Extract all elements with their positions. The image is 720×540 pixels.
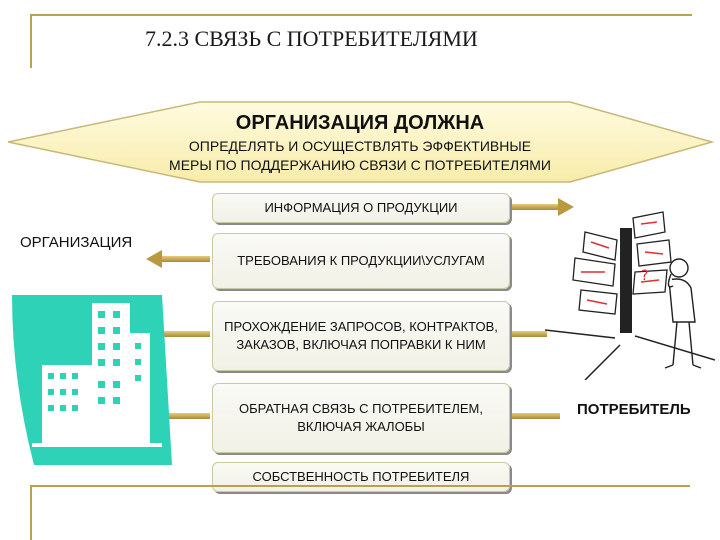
banner-hexagon [7,101,715,183]
slide-title: 7.2.3 СВЯЗЬ С ПОТРЕБИТЕЛЯМИ [145,26,478,51]
box-inquiries-contracts: ПРОХОЖДЕНИЕ ЗАПРОСОВ, КОНТРАКТОВ, ЗАКАЗО… [212,301,510,371]
bottom-frame-line [30,485,690,487]
arrow-info-right [510,198,574,216]
arrow-requirements-left [146,250,210,268]
consumer-signpost-icon: ? [545,211,715,380]
box-product-info: ИНФОРМАЦИЯ О ПРОДУКЦИИ [212,193,510,223]
title-frame [30,14,692,68]
banner-heading: ОРГАНИЗАЦИЯ ДОЛЖНА [235,112,485,134]
box-customer-property: СОБСТВЕННОСТЬ ПОТРЕБИТЕЛЯ [212,462,510,492]
arrow-feedback-right [510,413,560,419]
box-customer-feedback: ОБРАТНАЯ СВЯЗЬ С ПОТРЕБИТЕЛЕМ, ВКЛЮЧАЯ Ж… [212,383,510,453]
consumer-label: ПОТРЕБИТЕЛЬ [577,401,691,418]
arrow-inquiries-right [510,331,547,337]
building-icon [12,295,172,465]
bottom-left-frame-line [30,485,32,540]
organization-label: ОРГАНИЗАЦИЯ [20,234,133,251]
banner-line-2: МЕРЫ ПО ПОДДЕРЖАНИЮ СВЯЗИ С ПОТРЕБИТЕЛЯМ… [169,157,551,173]
banner-line-1: ОПРЕДЕЛЯТЬ И ОСУЩЕСТВЛЯТЬ ЭФФЕКТИВНЫЕ [188,138,532,154]
box-product-requirements: ТРЕБОВАНИЯ К ПРОДУКЦИИ\УСЛУГАМ [212,233,510,289]
svg-text:?: ? [641,268,648,284]
